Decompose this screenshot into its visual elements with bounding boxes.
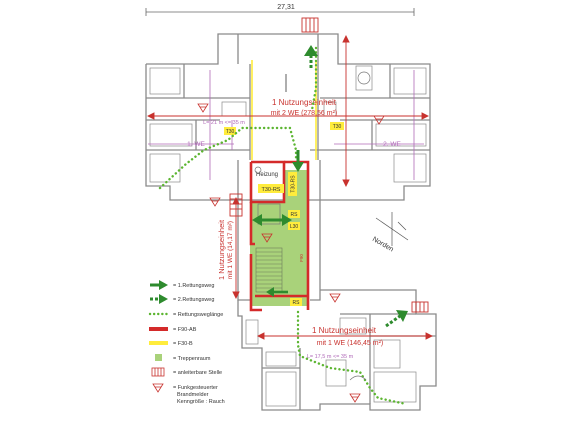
smoke-detector-icon: [349, 393, 361, 403]
legend-item-route-length: = Rettungsweglänge: [148, 312, 223, 318]
arrow-2nd-route-top: [304, 45, 318, 68]
tag-t30-right: T30: [333, 124, 342, 130]
we-left-label: 1. WE: [187, 141, 205, 148]
unit-mid-line2: mit 1 WE (14,17 m²): [227, 221, 234, 279]
top-dimension-label: 27,31: [277, 4, 295, 11]
escape-arrows: [252, 45, 408, 328]
unit-top-line1: 1 Nutzungseinheit: [272, 98, 337, 107]
unit-dimension-lines: [148, 70, 424, 180]
route-length-top: L= 21 m <= 35 m: [203, 120, 245, 126]
legend-label: = F30-B: [173, 341, 193, 347]
legend: = 1.Rettungsweg = 2.Rettungsweg = Rettun…: [148, 280, 225, 405]
misc-symbols: [254, 71, 371, 381]
red-bar-icon: [149, 327, 168, 331]
door-tags: T30 T30 T30-RS T30-RS RS L30 RS F90: [224, 122, 344, 306]
legend-item-2nd-route: = 2.Rettungsweg: [150, 294, 214, 304]
tag-t30-rs-v: T30-RS: [291, 175, 297, 193]
unit-area-dimension-lines: [146, 34, 434, 340]
legend-smoke-line2: Brandmelder: [177, 392, 209, 398]
smoke-detector-icon: [209, 197, 221, 207]
smoke-detector-icons: [197, 103, 385, 403]
north-compass: Norden: [371, 212, 409, 254]
arrow-solid-icon: [150, 280, 168, 290]
legend-label: = 2.Rettungsweg: [173, 297, 214, 303]
smoke-detector-icon: [197, 103, 209, 113]
unit-bottom-line2: mit 1 WE (146,45 m²): [317, 340, 384, 347]
legend-item-stairwell: = Treppenraum: [155, 354, 211, 362]
arrow-1st-route-bottom: [266, 287, 288, 297]
unit-top-line2: mit 2 WE (278,56 m²): [271, 110, 338, 117]
we-right-label: 2. WE: [383, 141, 401, 148]
tag-l30: L30: [290, 224, 299, 230]
arrow-2nd-route-bottom: [385, 310, 408, 328]
smoke-detector-icon: [152, 383, 164, 393]
building-walls: [145, 33, 437, 411]
legend-label: = Treppenraum: [173, 356, 211, 362]
tag-f90: F90: [299, 254, 304, 262]
ladder-icon: [301, 17, 319, 33]
unit-label-bottom: 1 Nutzungseinheit mit 1 WE (146,45 m²): [312, 326, 383, 347]
north-label: Norden: [371, 236, 394, 254]
legend-label: = Rettungsweglänge: [173, 312, 223, 318]
unit-mid-line1: 1 Nutzungseinheit: [217, 219, 226, 280]
ladder-icon: [229, 193, 243, 217]
legend-smoke-line3: Kenngröße : Rauch: [177, 399, 225, 405]
unit-label-top: 1 Nutzungseinheit mit 2 WE (278,56 m²): [271, 98, 338, 117]
f30-walls: [251, 60, 317, 160]
legend-item-f90: = F90-AB: [149, 327, 197, 333]
legend-smoke-line1: = Funkgesteuerter: [173, 385, 218, 391]
legend-label: = F90-AB: [173, 327, 197, 333]
tag-t30-rs-h: T30-RS: [262, 187, 281, 193]
unit-label-mid: 1 Nutzungseinheit mit 1 WE (14,17 m²): [217, 219, 234, 280]
smoke-detector-icon: [373, 115, 385, 125]
route-length-bottom: L= 17,5 m <= 35 m: [307, 354, 354, 360]
escape-route-paths: [158, 46, 408, 406]
arrow-1st-route-down: [292, 150, 304, 172]
unit-bottom-line1: 1 Nutzungseinheit: [312, 326, 377, 335]
tag-t30-left: T30: [226, 129, 235, 135]
compass-icon: [375, 212, 409, 246]
legend-label: = 1.Rettungsweg: [173, 283, 214, 289]
green-square-icon: [155, 354, 162, 361]
arrow-dashed-icon: [150, 294, 168, 304]
smoke-detector-icon: [329, 293, 341, 303]
yellow-bar-icon: [149, 341, 168, 345]
legend-item-smoke-detector: = Funkgesteuerter Brandmelder Kenngröße …: [152, 383, 225, 405]
ladder-icon: [151, 367, 165, 377]
smoke-detector-icon: [261, 233, 273, 243]
heizung-label: Heizung: [256, 172, 278, 178]
top-dimension: 27,31: [145, 4, 415, 16]
legend-item-1st-route: = 1.Rettungsweg: [150, 280, 214, 290]
tag-rs-2: RS: [293, 300, 301, 306]
legend-label: = anleiterbare Stelle: [173, 370, 222, 376]
ladder-icon: [411, 301, 429, 313]
legend-item-f30: = F30-B: [149, 341, 193, 347]
legend-item-ladder: = anleiterbare Stelle: [151, 367, 222, 377]
arrow-1st-route-horizontal: [252, 214, 292, 226]
tag-rs-1: RS: [291, 212, 299, 218]
ladder-icons: [229, 17, 429, 313]
